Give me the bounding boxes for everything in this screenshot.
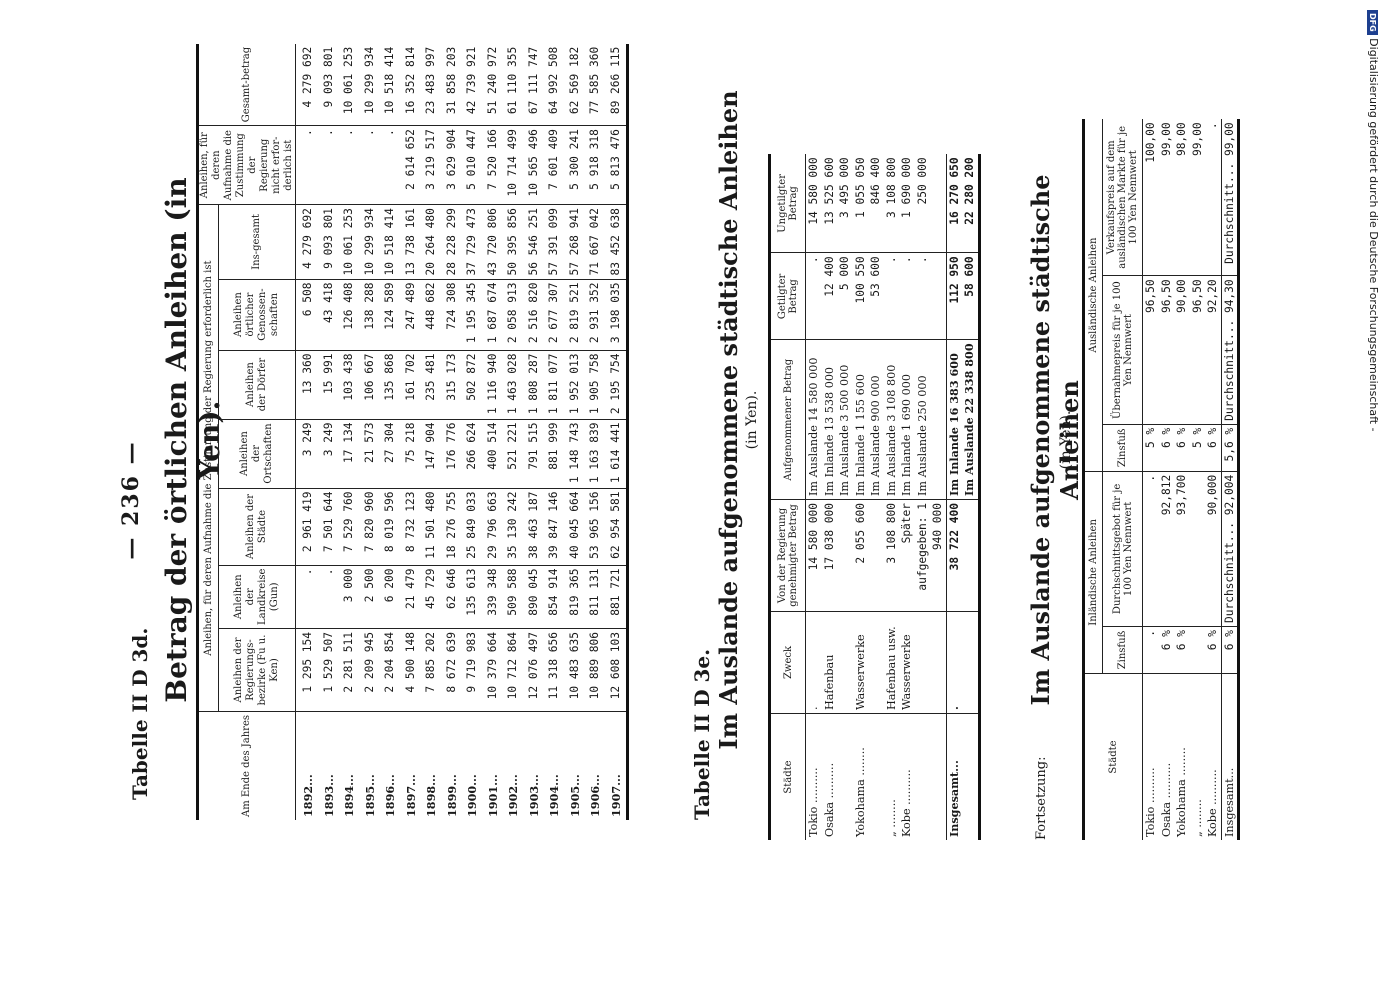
header-cities: Städte [1083,673,1143,840]
header-gesamtbetrag: Gesamt-betrag [197,43,296,126]
header-genossen: Anleihen örtlicher Genossen-schaften [218,279,296,351]
footer-strip: DFG Digitalisierung gefördert durch die … [1362,6,1380,996]
header-regierungsbezirke: Anleihen der Regierungs-bezirke (Fu u. K… [218,628,296,712]
header-inland-group: Inländische Anleihen [1083,471,1103,674]
header-group-need: Anleihen, für deren Aufnahme die Zustimm… [197,204,219,712]
header-durchschnittsgebot: Durchschnittsgebot für je 100 Yen Nennwe… [1102,471,1143,627]
header-taken: Aufgenommener Betrag [769,339,806,500]
continuation-label: Fortsetzung: [1034,756,1049,840]
header-purpose: Zweck [769,611,806,714]
section2-title: Im Auslande aufgenommene städtische Anle… [714,90,743,750]
dfg-footer: DFG Digitalisierung gefördert durch die … [1367,6,1380,996]
header-approved: Von der Regierung genehmigter Betrag [769,499,806,612]
rotated-page-bottom: Fortsetzung: Im Auslande aufgenommene st… [1020,0,1350,1000]
loans-table: Am Ende des Jahres Anleihen, für deren A… [196,43,629,820]
section2-subtitle: (in Yen). [744,390,760,450]
header-zinsfuss-in: Zinsfuß [1102,626,1143,674]
header-staedte: Anleihen der Städte [218,488,296,566]
header-cities: Städte [769,713,806,840]
header-uebernahmepreis: Übernahmepreis für je 100 Yen Nennwert [1102,275,1143,425]
foreign-loans-table: Städte Zweck Von der Regierung genehmigt… [768,154,981,840]
page-number: — 236 — [118,440,144,560]
header-ausland-group: Ausländische Anleihen [1083,119,1103,472]
header-insgesamt: Ins-gesamt [218,204,296,280]
header-zinsfuss-aus: Zinsfuß [1102,424,1143,472]
header-year: Am Ende des Jahres [197,711,296,820]
header-unpaid: Ungetilgter Betrag [769,154,806,253]
header-no-need: Anleihen, für deren Aufnahme die Zustimm… [197,125,296,205]
header-ortschaften: Anleihen der Ortschaften [218,419,296,489]
table-label-2: Tabelle II D 3e. [690,648,714,820]
section3-title: Im Auslande aufgenommene städtische Anle… [1026,174,1084,706]
header-verkaufspreis: Verkaufspreis auf dem ausländischen Mark… [1102,119,1143,276]
footer-text: Digitalisierung gefördert durch die Deut… [1367,38,1380,432]
header-landkreise: Anleihen der Landkreise (Gun) [218,565,296,629]
section3-subtitle: (in Yen). [1058,410,1074,470]
dfg-logo: DFG [1367,10,1378,35]
foreign-loans-continued-table: Städte Inländische Anleihen Ausländische… [1082,119,1240,840]
header-doerfer: Anleihen der Dörfer [218,350,296,420]
header-paid: Getilgter Betrag [769,252,806,340]
